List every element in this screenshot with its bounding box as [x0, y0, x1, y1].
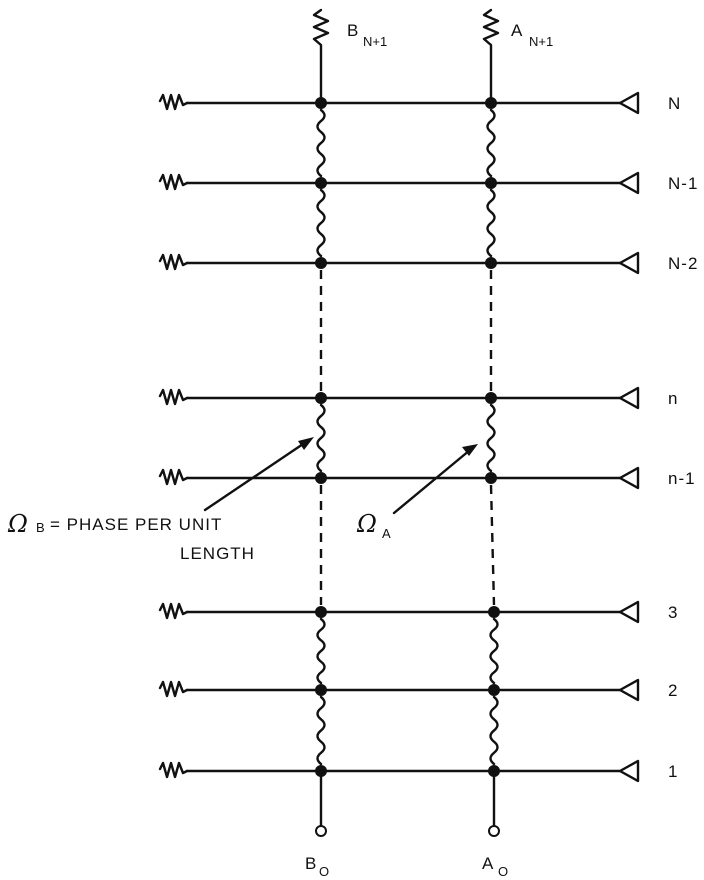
feed-a-phase-section — [486, 108, 496, 178]
omega-b-arrow-line — [203, 440, 308, 512]
feed-a-phase-section — [486, 188, 496, 258]
antenna-element-icon — [618, 600, 640, 624]
load-resistor-icon — [158, 388, 189, 406]
load-resistor-icon — [158, 93, 189, 111]
antenna-element-icon — [618, 386, 640, 410]
omega-a-arrow-line — [392, 448, 472, 515]
b-top-label: B — [347, 21, 359, 40]
feed-a-omitted-section — [489, 484, 496, 606]
b-input-terminal — [315, 825, 327, 837]
junction-dot-b — [315, 257, 327, 269]
junction-dot-b — [315, 606, 327, 618]
omega-b-symbol: Ω — [7, 510, 28, 538]
element-row-N: N — [158, 91, 681, 115]
row-label: 3 — [668, 603, 678, 622]
junction-dot-a — [485, 177, 497, 189]
rows-layer: N N-1N-2 n n-1 3 2 1 — [158, 91, 698, 783]
row-label: N — [668, 94, 681, 113]
load-resistor-icon — [158, 602, 189, 620]
resistor-a-top — [482, 8, 500, 105]
row-label: 1 — [668, 762, 678, 781]
a-top-subscript: N+1 — [529, 34, 553, 49]
element-row-n: n — [158, 386, 678, 410]
feed-b-phase-section — [316, 188, 326, 258]
junction-dot-b — [315, 684, 327, 696]
antenna-element-icon — [618, 466, 640, 490]
junction-dot-b — [315, 97, 327, 109]
omega-a-arrow-head — [462, 444, 478, 456]
load-resistor-icon — [158, 173, 189, 191]
junction-dot-a — [485, 257, 497, 269]
load-resistor-icon — [158, 761, 189, 779]
a-top-label: A — [511, 21, 523, 40]
omega-b-arrow-head — [298, 437, 314, 450]
b-bottom-label: B — [305, 854, 317, 873]
junction-dot-b — [315, 177, 327, 189]
element-row-n-1: n-1 — [158, 466, 696, 490]
b-top-subscript: N+1 — [363, 34, 387, 49]
feed-b-phase-section — [316, 108, 326, 178]
row-label: n — [668, 389, 678, 408]
omega-b-description-line2: LENGTH — [180, 544, 255, 563]
omega-b-subscript: B — [36, 520, 45, 535]
element-row-1: 1 — [158, 759, 678, 783]
b-bottom-subscript: O — [319, 864, 329, 879]
feed-a-phase-section — [486, 403, 496, 473]
element-row-N-2: N-2 — [158, 251, 698, 275]
a-bottom-label: A — [482, 854, 494, 873]
row-label: N-1 — [668, 174, 698, 193]
a-bottom-subscript: O — [498, 864, 508, 879]
junction-dot-a — [485, 472, 497, 484]
feed-a-phase-section — [489, 695, 499, 766]
junction-dot-a — [485, 392, 497, 404]
omega-a-symbol: Ω — [356, 510, 377, 538]
antenna-element-icon — [618, 678, 640, 702]
load-resistor-icon — [158, 253, 189, 271]
antenna-element-icon — [618, 759, 640, 783]
antenna-element-icon — [618, 251, 640, 275]
antenna-element-icon — [618, 91, 640, 115]
feed-b-phase-section — [316, 403, 326, 473]
feed-b-phase-section — [316, 617, 326, 685]
resistor-b-top — [312, 8, 330, 105]
row-label: N-2 — [668, 254, 698, 273]
feed-b-phase-section — [316, 695, 326, 766]
feed-a-phase-section — [489, 617, 499, 685]
element-row-2: 2 — [158, 678, 678, 702]
load-resistor-icon — [158, 468, 189, 486]
omega-a-subscript: A — [382, 526, 391, 541]
element-row-3: 3 — [158, 600, 678, 624]
omega-b-description-line1: = PHASE PER UNIT — [50, 515, 222, 534]
a-input-terminal — [488, 825, 500, 837]
junction-dot-b — [315, 472, 327, 484]
feed-lines-layer — [316, 108, 499, 766]
element-row-N-1: N-1 — [158, 171, 698, 195]
antenna-element-icon — [618, 171, 640, 195]
row-label: n-1 — [668, 469, 696, 488]
junction-dot-b — [315, 392, 327, 404]
junction-dot-a — [485, 97, 497, 109]
row-label: 2 — [668, 681, 678, 700]
junction-dot-a — [488, 606, 500, 618]
load-resistor-icon — [158, 680, 189, 698]
junction-dot-a — [488, 684, 500, 696]
